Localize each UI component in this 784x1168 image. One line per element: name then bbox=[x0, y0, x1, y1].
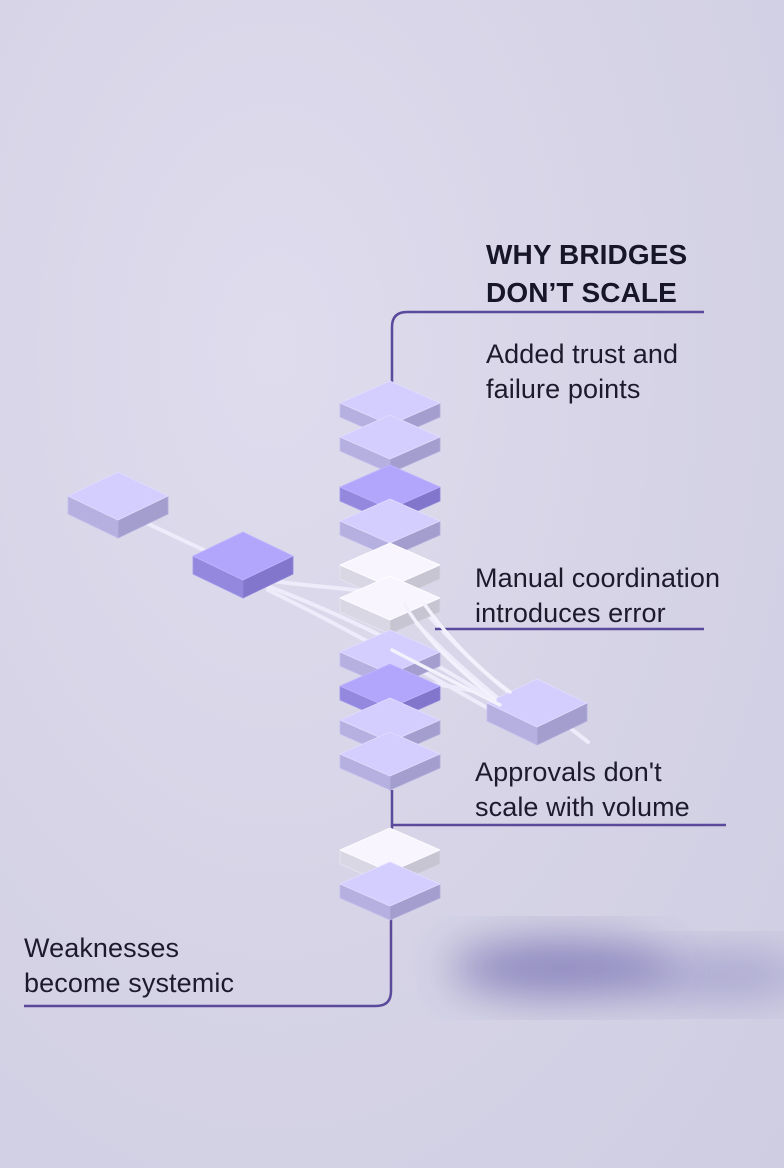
callout-coordination-line-1: Manual coordination bbox=[475, 563, 721, 593]
diagram-title: WHY BRIDGES DON’T SCALE bbox=[486, 236, 687, 312]
connector-tube bbox=[138, 518, 212, 555]
side-block bbox=[67, 471, 169, 539]
connector-tube bbox=[423, 603, 512, 694]
block-top-face bbox=[339, 575, 441, 621]
side-block bbox=[486, 678, 588, 746]
block-top-face bbox=[67, 471, 169, 521]
block-top-face bbox=[339, 414, 441, 460]
callout-weaknesses: Weaknesses become systemic bbox=[24, 931, 234, 1001]
column-block bbox=[339, 731, 441, 791]
callout-coordination: Manual coordination introduces error bbox=[475, 561, 720, 631]
column-block bbox=[339, 861, 441, 921]
weaknesses-leader-line bbox=[24, 905, 393, 1008]
callout-approvals: Approvals don't scale with volume bbox=[475, 755, 690, 825]
callout-approvals-line-2: scale with volume bbox=[475, 792, 690, 822]
callout-trust: Added trust and failure points bbox=[486, 337, 678, 407]
callout-coordination-line-2: introduces error bbox=[475, 598, 666, 628]
callout-weaknesses-line-2: become systemic bbox=[24, 968, 235, 998]
leader-lines bbox=[24, 310, 726, 1008]
side-block bbox=[192, 531, 294, 599]
title-line-1: WHY BRIDGES bbox=[486, 239, 688, 270]
title-leader-line bbox=[390, 310, 704, 398]
floor-shadow bbox=[450, 942, 670, 994]
connector-tube bbox=[403, 603, 497, 702]
blocks-layer bbox=[67, 380, 588, 921]
floor-shadow-tail bbox=[630, 953, 784, 997]
block-top-face bbox=[486, 678, 588, 728]
block-top-face bbox=[192, 531, 294, 581]
callout-weaknesses-line-1: Weaknesses bbox=[24, 933, 180, 963]
callout-trust-line-2: failure points bbox=[486, 374, 641, 404]
block-top-face bbox=[339, 731, 441, 777]
title-line-2: DON’T SCALE bbox=[486, 277, 677, 308]
callout-trust-line-1: Added trust and bbox=[486, 339, 679, 369]
connector-tube bbox=[390, 648, 502, 707]
connector-tube bbox=[263, 583, 507, 710]
column-block bbox=[339, 498, 441, 558]
front-tubes bbox=[390, 603, 512, 707]
connector-tube bbox=[568, 726, 590, 744]
block-top-face bbox=[339, 861, 441, 907]
callout-approvals-line-1: Approvals don't bbox=[475, 757, 662, 787]
